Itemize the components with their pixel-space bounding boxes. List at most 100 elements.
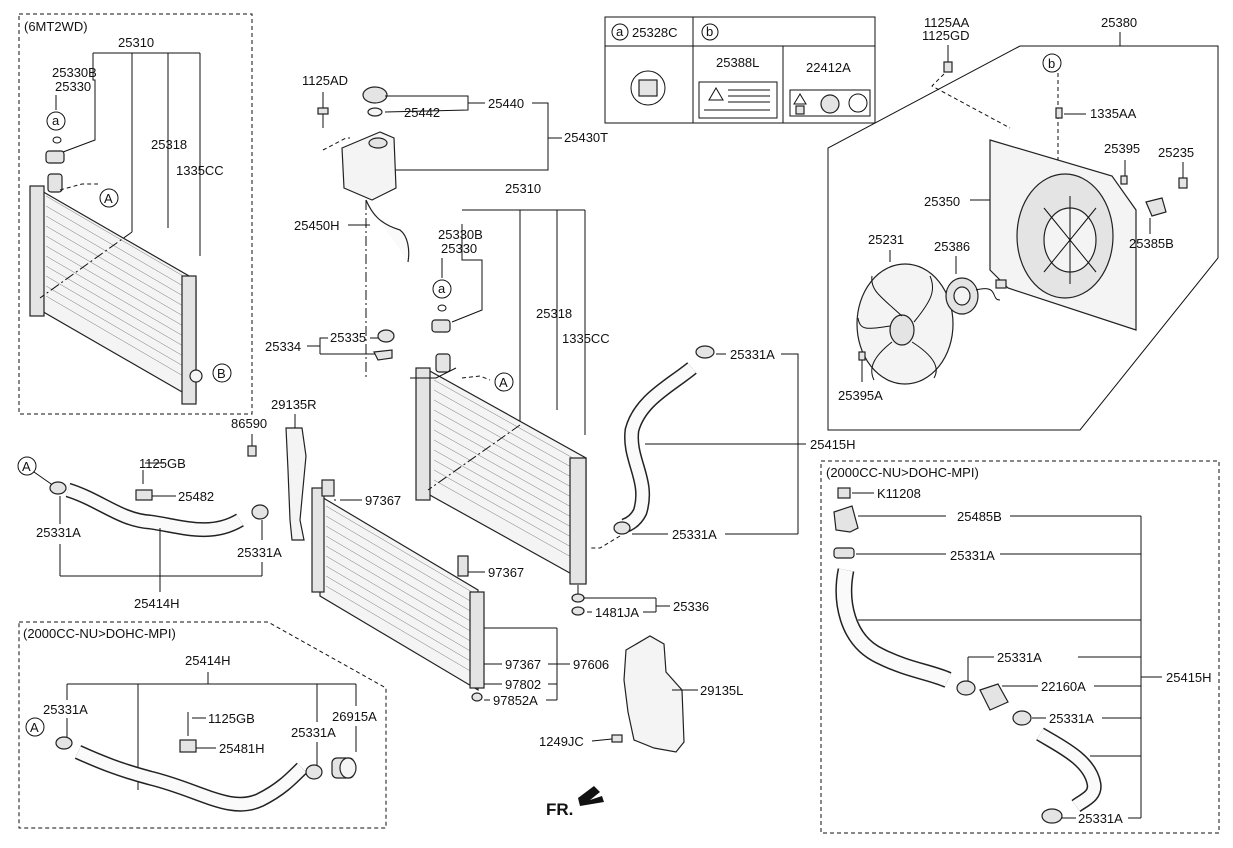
mt2wd-box [18, 13, 253, 415]
marker-A-main [494, 372, 514, 392]
label-97367-c: 97367 [505, 657, 541, 672]
label-97367-b: 97367 [488, 565, 524, 580]
marker-a [46, 111, 66, 131]
clamp-bl-1 [55, 736, 73, 750]
clamp-br-4 [1041, 808, 1063, 824]
marker-a-main-text: a [438, 281, 446, 296]
table-b-mark: b [706, 24, 713, 39]
mt2wd-title: (6MT2WD) [24, 19, 88, 34]
bracket-25482 [135, 489, 153, 501]
radiator-main [427, 368, 587, 584]
label-25318: 25318 [151, 137, 187, 152]
table-b-code-1: 25388L [716, 55, 759, 70]
label-25450H: 25450H [294, 218, 340, 233]
label-25481H: 25481H [219, 741, 265, 756]
label-25235: 25235 [1158, 145, 1194, 160]
label-25482: 25482 [178, 489, 214, 504]
hose-clamp-lower [613, 521, 631, 535]
main-radiator-group: 25310 25330B 25330 a 25318 1335CC 25335 … [265, 181, 610, 585]
label-22160A: 22160A [1041, 679, 1086, 694]
reservoir-hose [365, 199, 410, 263]
marker-b-text: b [1048, 56, 1055, 71]
radiator-small [29, 173, 203, 405]
label-25395A: 25395A [838, 388, 883, 403]
reservoir-group: 1125AD 25442 25440 25430T 25450H [294, 73, 608, 380]
nu-right-section: (2000CC-NU>DOHC-MPI) K11208 25485B 25331… [820, 460, 1220, 834]
bushing-25336 [571, 593, 585, 603]
warning-label [698, 81, 778, 119]
air-guard-left [623, 635, 685, 753]
marker-A-bl [25, 717, 45, 737]
marker-b [1042, 53, 1062, 73]
label-25330B-main: 25330B [438, 227, 483, 242]
label-25485B: 25485B [957, 509, 1002, 524]
marker-A-left [17, 456, 37, 476]
label-29135R: 29135R [271, 397, 317, 412]
label-25331A-mid: 25331A [672, 527, 717, 542]
clamp-br-1 [833, 547, 855, 559]
table-a-code: 25328C [632, 25, 678, 40]
hose-clamp-upper [695, 345, 715, 359]
label-1335CC: 1335CC [176, 163, 224, 178]
condenser [319, 494, 479, 692]
label-25350: 25350 [924, 194, 960, 209]
reservoir-cap [362, 86, 388, 104]
label-25310: 25310 [118, 35, 154, 50]
label-97802: 97802 [505, 677, 541, 692]
label-25310-main: 25310 [505, 181, 541, 196]
gasket [45, 150, 65, 164]
marker-A [99, 188, 119, 208]
label-25386: 25386 [934, 239, 970, 254]
marker-A-text: A [104, 191, 113, 206]
clamp-left-2 [251, 504, 269, 520]
bolt-1249JC [611, 734, 623, 743]
mount-bracket [373, 349, 393, 361]
upper-hose-group: 25331A 25415H 25331A 1481JA 25336 [571, 345, 856, 620]
clip-86590 [247, 445, 257, 457]
mount-bushing [377, 329, 395, 343]
marker-A-bl-text: A [30, 720, 39, 735]
cap-seal [367, 107, 383, 117]
label-25331A-br-b: 25331A [997, 650, 1042, 665]
hose-25485B [833, 505, 859, 533]
label-25440: 25440 [488, 96, 524, 111]
label-25336: 25336 [673, 599, 709, 614]
marker-A-main-text: A [499, 375, 508, 390]
label-K11208: K11208 [877, 486, 921, 501]
fan-group: 1125AA 1125GD 25380 b 1335AA 25395 25235… [827, 15, 1219, 431]
pipe-22160A [979, 683, 1009, 711]
label-97852A: 97852A [493, 693, 538, 708]
bracket-25481H [179, 739, 197, 753]
label-25331A-bl-b: 25331A [291, 725, 336, 740]
front-arrow-icon [578, 786, 604, 806]
label-25331A-bl-a: 25331A [43, 702, 88, 717]
clamp-br-2 [956, 680, 976, 696]
label-25380: 25380 [1101, 15, 1137, 30]
bolt-1125AA [943, 61, 953, 73]
label-25415H-mid: 25415H [810, 437, 856, 452]
label-25331A-br-d: 25331A [1078, 811, 1123, 826]
label-1481JA: 1481JA [595, 605, 639, 620]
label-97606: 97606 [573, 657, 609, 672]
clamp-left-1 [49, 481, 67, 495]
label-29135L: 29135L [700, 683, 743, 698]
nu-right-title: (2000CC-NU>DOHC-MPI) [826, 465, 979, 480]
label-25231: 25231 [868, 232, 904, 247]
label-25331A-left: 25331A [36, 525, 81, 540]
label-26915A: 26915A [332, 709, 377, 724]
label-25414H-bl: 25414H [185, 653, 231, 668]
label-25331A-top: 25331A [730, 347, 775, 362]
connector-25385B [1145, 197, 1167, 217]
label-97367-a: 97367 [365, 493, 401, 508]
label-25415H-br: 25415H [1166, 670, 1212, 685]
label-1335AA: 1335AA [1090, 106, 1137, 121]
label-25335: 25335 [330, 330, 366, 345]
label-25331A-br-a: 25331A [950, 548, 995, 563]
table-b-code-2: 22412A [806, 60, 851, 75]
label-1249JC: 1249JC [539, 734, 584, 749]
label-25330: 25330 [55, 79, 91, 94]
clip-K11208 [837, 487, 851, 499]
marker-B-text: B [217, 366, 226, 381]
label-1125AD: 1125AD [302, 73, 348, 88]
